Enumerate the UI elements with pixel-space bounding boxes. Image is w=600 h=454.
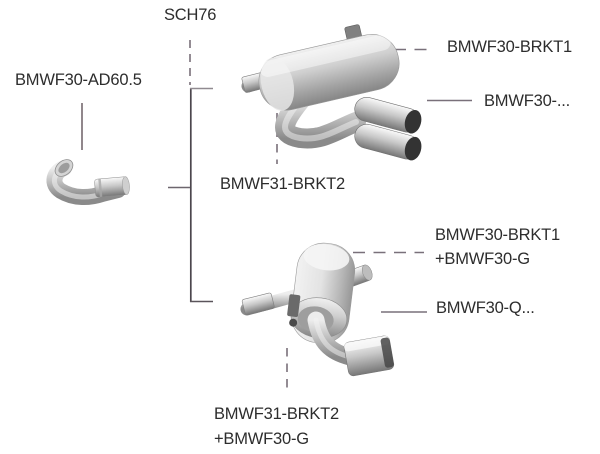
muffler2-tip (343, 335, 395, 377)
label-muffler2-bracket1-line2: +BMWF30-G (435, 249, 530, 268)
label-muffler2-bracket1-line1: BMWF30-BRKT1 (435, 226, 561, 244)
adapter-open-end (54, 159, 74, 177)
label-sch76: SCH76 (164, 6, 217, 24)
label-muffler1-bracket1: BMWF30-BRKT1 (447, 38, 573, 56)
label-muffler1-part-number: BMWF30-... (484, 92, 571, 110)
muffler1-body (258, 24, 400, 111)
label-adapter-part-number: BMWF30-AD60.5 (15, 71, 142, 89)
muffler2-inlet-sleeve (241, 292, 275, 316)
label-muffler2-bracket1: BMWF30-BRKT1 +BMWF30-G (435, 224, 560, 271)
label-muffler2-bracket2-line1: BMWF31-BRKT2 (214, 405, 340, 423)
label-muffler1-bracket2: BMWF31-BRKT2 (220, 175, 346, 193)
rear-muffler-dual-tip-illustration (241, 24, 422, 161)
adapter-sleeve (94, 176, 130, 198)
rear-muffler-single-tip-illustration (240, 242, 395, 377)
label-muffler2-bracket2-line2: +BMWF30-G (214, 430, 309, 448)
muffler1-dual-tips (354, 96, 422, 161)
adapter-elbow-pipe-illustration (46, 159, 130, 205)
label-muffler2-part-number: BMWF30-Q... (436, 299, 535, 317)
muffler2-bracket-tab (287, 294, 301, 318)
label-muffler2-bracket2: BMWF31-BRKT2 +BMWF30-G (214, 402, 339, 452)
